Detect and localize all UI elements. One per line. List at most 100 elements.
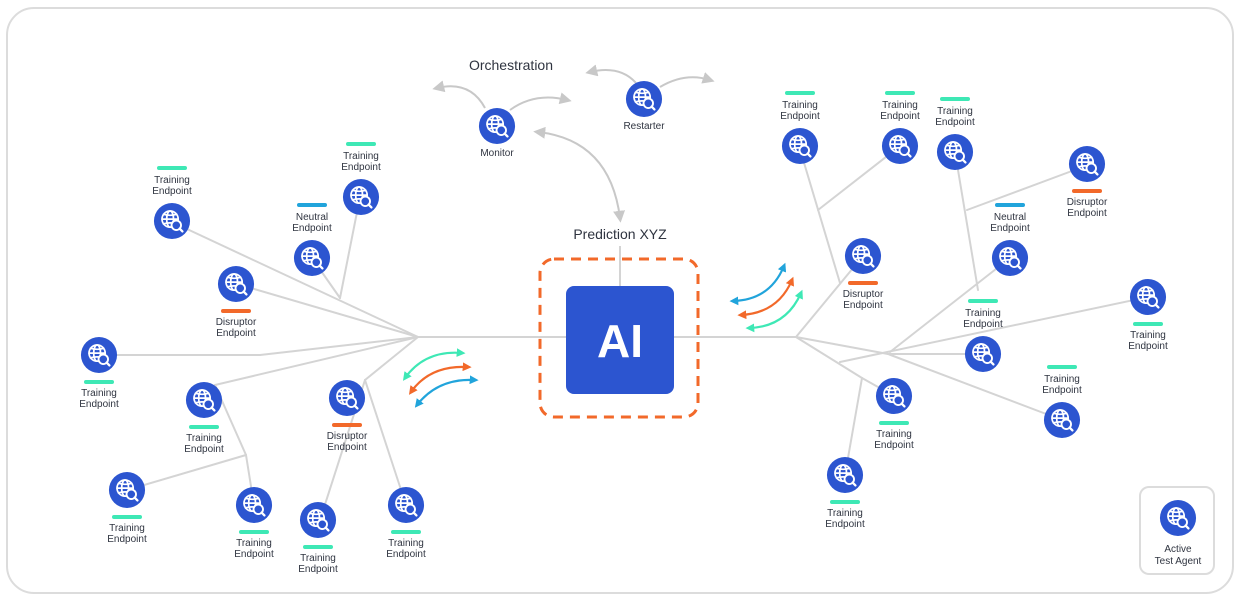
endpoint-label-line-2: Endpoint (1042, 385, 1082, 396)
monitor-label: Monitor (480, 148, 514, 159)
globe-search-icon (964, 335, 1002, 373)
endpoint-label-line-2: Endpoint (386, 549, 426, 560)
endpoint-label-line-1: Training (109, 523, 145, 534)
endpoint-label-line-1: Disruptor (843, 289, 884, 300)
endpoint-label-line-2: Endpoint (990, 223, 1030, 234)
endpoint-label-line-2: Endpoint (963, 319, 1003, 330)
disruptor-status-bar (848, 281, 878, 285)
legend-line-1: Active (1164, 544, 1192, 555)
training-status-bar (785, 91, 815, 95)
globe-search-icon (153, 202, 191, 240)
training-status-bar (157, 166, 187, 170)
endpoints: TrainingEndpointTrainingEndpointNeutralE… (79, 91, 1168, 575)
ai-label: AI (597, 315, 643, 367)
training-status-bar (112, 515, 142, 519)
globe-search-icon (1129, 278, 1167, 316)
globe-search-icon (991, 239, 1029, 277)
endpoint-label-line-2: Endpoint (298, 564, 338, 575)
globe-search-icon (293, 239, 331, 277)
endpoint-label-line-2: Endpoint (234, 549, 274, 560)
globe-search-icon (826, 456, 864, 494)
endpoint-label-line-2: Endpoint (292, 223, 332, 234)
endpoint-label-line-1: Training (300, 553, 336, 564)
ai-box (566, 286, 674, 394)
endpoint-label-line-2: Endpoint (843, 300, 883, 311)
endpoint-label-line-2: Endpoint (935, 117, 975, 128)
training-status-bar (346, 142, 376, 146)
endpoint-label-line-1: Training (1130, 330, 1166, 341)
endpoint-label-line-2: Endpoint (107, 534, 147, 545)
globe-search-icon (108, 471, 146, 509)
orchestration-title: Orchestration (469, 57, 553, 73)
endpoint-label-line-2: Endpoint (327, 442, 367, 453)
globe-search-icon (844, 237, 882, 275)
endpoint-label-line-2: Endpoint (825, 519, 865, 530)
legend-box: Active Test Agent (1139, 486, 1215, 575)
globe-search-icon (936, 133, 974, 171)
training-status-bar (303, 545, 333, 549)
training-status-bar (84, 380, 114, 384)
globe-search-icon (235, 486, 273, 524)
endpoint-label-line-1: Training (782, 100, 818, 111)
globe-search-icon (781, 127, 819, 165)
endpoint-label-line-1: Training (154, 175, 190, 186)
training-status-bar (1047, 365, 1077, 369)
training-status-bar (940, 97, 970, 101)
disruptor-status-bar (332, 423, 362, 427)
orchestration-arrows (432, 64, 715, 223)
restarter-node: Restarter (623, 80, 665, 132)
neutral-status-bar (297, 203, 327, 207)
globe-search-icon (1043, 401, 1081, 439)
training-status-bar (968, 299, 998, 303)
endpoint-label-line-2: Endpoint (874, 440, 914, 451)
endpoint-label-line-1: Training (236, 538, 272, 549)
globe-search-icon (185, 381, 223, 419)
endpoint-label-line-2: Endpoint (152, 186, 192, 197)
endpoint-label-line-2: Endpoint (880, 111, 920, 122)
endpoint-label-line-1: Training (937, 106, 973, 117)
endpoint-label-line-1: Disruptor (327, 431, 368, 442)
globe-search-icon (625, 80, 663, 118)
endpoint-label-line-1: Training (186, 433, 222, 444)
endpoint-label-line-1: Training (882, 100, 918, 111)
training-status-bar (239, 530, 269, 534)
endpoint-label-line-2: Endpoint (1067, 208, 1107, 219)
endpoint-label-line-2: Endpoint (1128, 341, 1168, 352)
endpoint-label-line-1: Training (388, 538, 424, 549)
disruptor-status-bar (1072, 189, 1102, 193)
disruptor-status-bar (221, 309, 251, 313)
training-status-bar (879, 421, 909, 425)
globe-search-icon (478, 107, 516, 145)
endpoint-label-line-2: Endpoint (79, 399, 119, 410)
endpoint-label-line-2: Endpoint (184, 444, 224, 455)
endpoint-label-line-1: Training (827, 508, 863, 519)
exchange-arrows-left (402, 348, 479, 408)
globe-search-icon (1068, 145, 1106, 183)
endpoint-label-line-2: Endpoint (341, 162, 381, 173)
endpoint-label-line-2: Endpoint (780, 111, 820, 122)
exchange-arrows-right (729, 262, 803, 333)
legend-line-2: Test Agent (1155, 556, 1202, 567)
globe-search-icon (875, 377, 913, 415)
endpoint-label-line-1: Training (81, 388, 117, 399)
restarter-label: Restarter (623, 121, 665, 132)
training-status-bar (1133, 322, 1163, 326)
globe-search-icon (1159, 499, 1197, 537)
endpoint-label-line-1: Neutral (296, 212, 328, 223)
